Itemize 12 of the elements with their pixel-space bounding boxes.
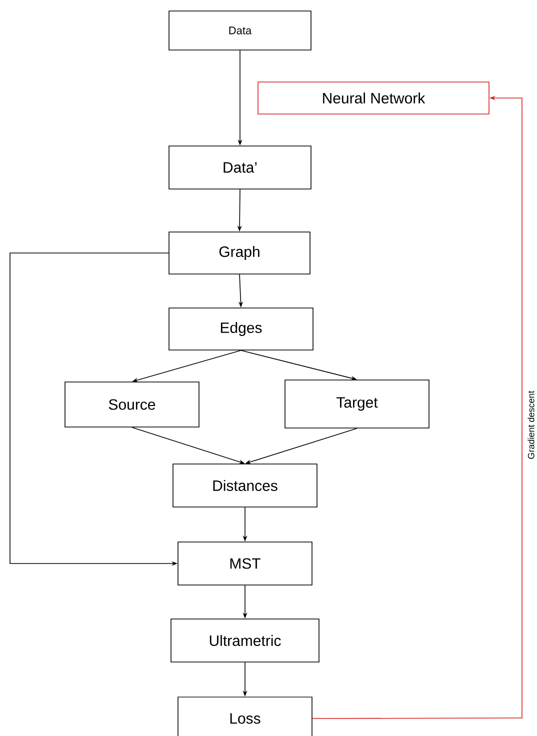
process-box: Ultrametric: [170, 618, 320, 662]
process-box: MST: [178, 542, 312, 586]
process-box: Source: [64, 382, 200, 428]
process-box: Distances: [172, 464, 318, 508]
process-box: Target: [284, 380, 430, 428]
process-box: Loss: [178, 696, 312, 736]
process-box: Data’: [168, 146, 312, 190]
process-box: Data: [168, 10, 312, 50]
process-box: Neural Network: [258, 82, 490, 114]
process-box: Graph: [168, 232, 310, 274]
process-box: Edges: [168, 308, 314, 350]
edge-label: Gradient descent: [526, 390, 536, 460]
